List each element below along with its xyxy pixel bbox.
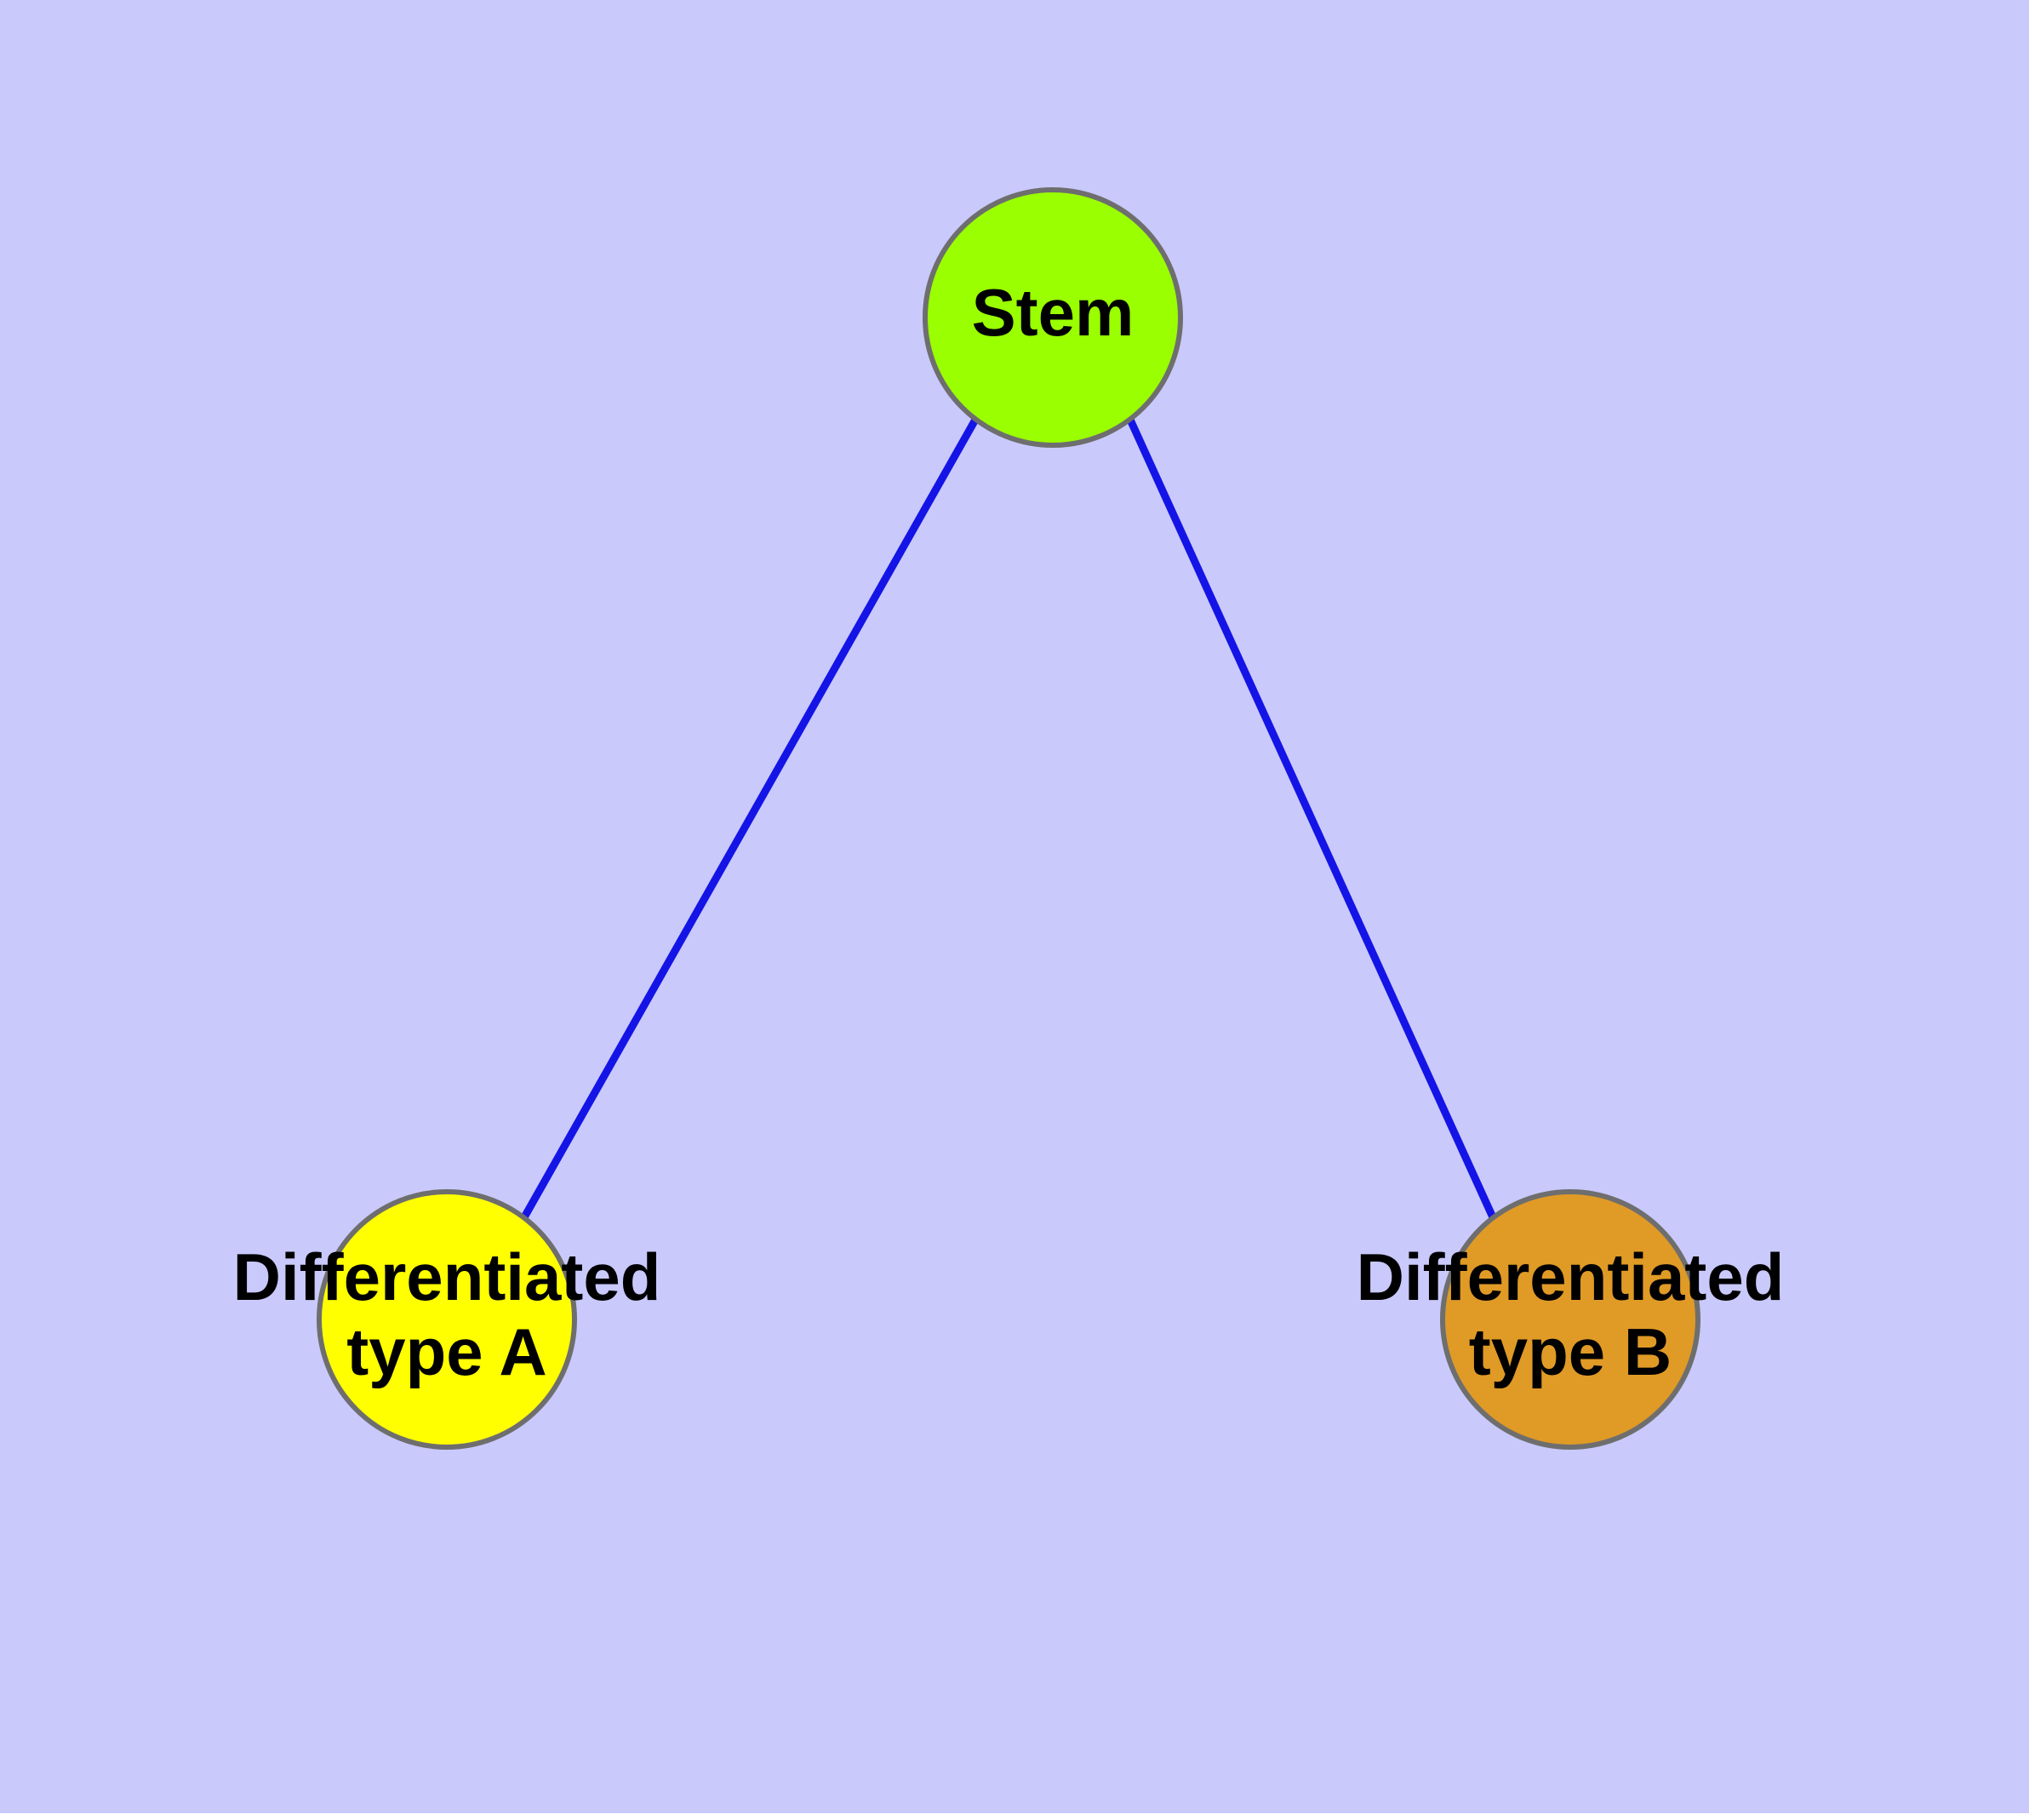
node-diff-a-circle[interactable] <box>317 1189 577 1450</box>
edge-stem-to-diff-b[interactable] <box>1126 418 1497 1219</box>
node-stem-circle[interactable] <box>923 187 1183 448</box>
node-layer <box>317 187 1700 1450</box>
node-diff-b-circle[interactable] <box>1440 1189 1700 1450</box>
node-stem[interactable] <box>923 187 1183 448</box>
edge-stem-to-diff-a[interactable] <box>521 417 979 1220</box>
edge-layer <box>521 417 1497 1220</box>
canvas-bottom-margin <box>0 1813 2029 1820</box>
node-diff-a[interactable] <box>317 1189 577 1450</box>
node-diff-b[interactable] <box>1440 1189 1700 1450</box>
node-stem-label: Stem <box>972 275 1135 350</box>
